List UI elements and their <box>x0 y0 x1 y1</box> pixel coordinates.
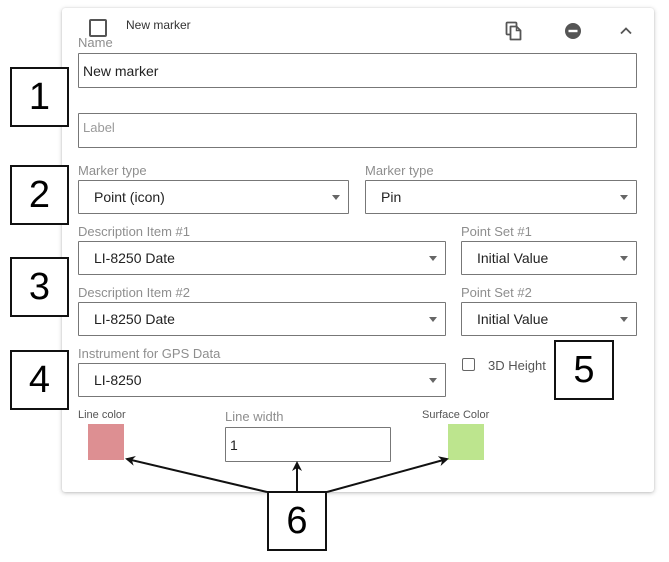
marker-type-value-1: Point (icon) <box>94 189 165 205</box>
description-item-1-label: Description Item #1 <box>78 224 190 239</box>
arrow-to-line-color <box>125 455 268 493</box>
gps-instrument-select[interactable]: LI-8250 <box>78 363 446 397</box>
line-color-swatch[interactable] <box>88 424 124 460</box>
marker-type-select-2[interactable]: Pin <box>365 180 637 214</box>
description-item-1-value: LI-8250 Date <box>94 250 175 266</box>
callout-3: 3 <box>10 257 69 317</box>
description-item-2-value: LI-8250 Date <box>94 311 175 327</box>
line-color-label: Line color <box>78 409 126 421</box>
label-placeholder: Label <box>83 120 115 135</box>
line-width-value: 1 <box>230 436 238 453</box>
point-set-2-value: Initial Value <box>477 311 549 327</box>
gps-instrument-label: Instrument for GPS Data <box>78 346 221 361</box>
caret-down-icon <box>620 256 628 261</box>
caret-down-icon <box>332 195 340 200</box>
marker-type-value-2: Pin <box>381 189 402 205</box>
marker-select-checkbox[interactable] <box>89 19 107 37</box>
copy-icon <box>505 21 522 41</box>
remove-button[interactable] <box>561 19 585 43</box>
point-set-2-select[interactable]: Initial Value <box>461 302 637 336</box>
line-width-input[interactable]: 1 <box>225 427 391 462</box>
copy-button[interactable] <box>502 19 526 43</box>
surface-color-swatch[interactable] <box>448 424 484 460</box>
caret-down-icon <box>429 317 437 322</box>
marker-type-select-1[interactable]: Point (icon) <box>78 180 349 214</box>
line-width-label: Line width <box>225 409 284 424</box>
description-item-2-select[interactable]: LI-8250 Date <box>78 302 446 336</box>
minus-circle-icon <box>565 23 581 39</box>
arrow-to-surface-color <box>326 456 449 493</box>
point-set-1-select[interactable]: Initial Value <box>461 241 637 275</box>
name-label: Name <box>78 35 113 50</box>
height-3d-label: 3D Height <box>488 358 546 373</box>
callout-1: 1 <box>10 67 69 127</box>
height-3d-checkbox[interactable] <box>462 358 475 371</box>
point-set-1-value: Initial Value <box>477 250 549 266</box>
marker-header-title: New marker <box>126 18 191 32</box>
chevron-up-icon <box>620 27 632 35</box>
label-input[interactable]: Label <box>78 113 637 148</box>
caret-down-icon <box>429 378 437 383</box>
caret-down-icon <box>620 195 628 200</box>
surface-color-label: Surface Color <box>422 409 490 421</box>
caret-down-icon <box>429 256 437 261</box>
callout-5: 5 <box>554 340 614 400</box>
collapse-button[interactable] <box>614 19 638 43</box>
marker-type-label-1: Marker type <box>78 163 147 178</box>
point-set-2-label: Point Set #2 <box>461 285 532 300</box>
point-set-1-label: Point Set #1 <box>461 224 532 239</box>
name-input[interactable]: New marker <box>78 53 637 88</box>
description-item-1-select[interactable]: LI-8250 Date <box>78 241 446 275</box>
callout-4: 4 <box>10 350 69 410</box>
description-item-2-label: Description Item #2 <box>78 285 190 300</box>
callout-6: 6 <box>267 491 327 551</box>
marker-type-label-2: Marker type <box>365 163 434 178</box>
gps-instrument-value: LI-8250 <box>94 372 142 388</box>
callout-2: 2 <box>10 165 69 225</box>
caret-down-icon <box>620 317 628 322</box>
name-value: New marker <box>83 62 159 79</box>
